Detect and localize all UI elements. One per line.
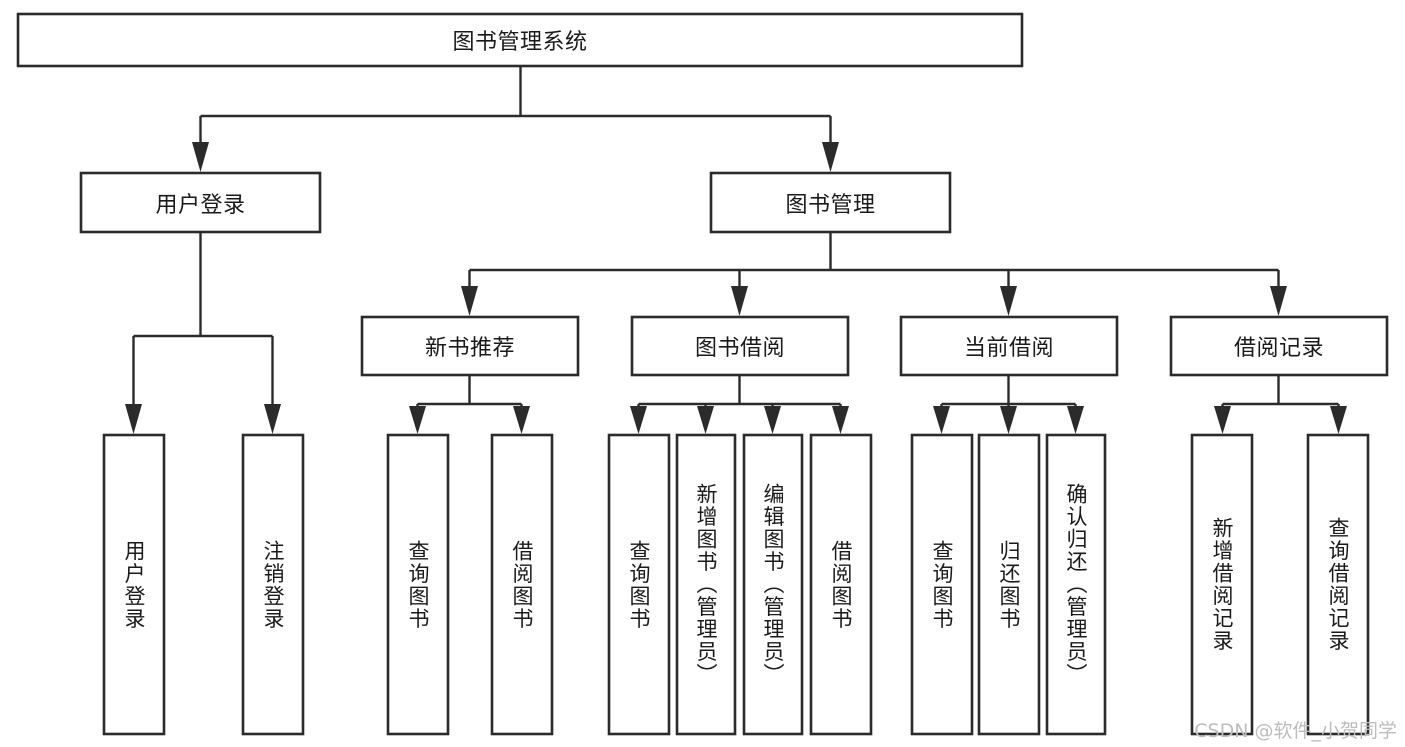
arrow-head-leaf-return-book bbox=[1000, 406, 1017, 434]
connector-group-book-manage bbox=[461, 232, 1287, 316]
arrow-head-book-manage bbox=[822, 142, 839, 172]
arrow-head-leaf-logout bbox=[264, 404, 281, 434]
node-box-leaf-borrow-book-rec[interactable] bbox=[490, 433, 554, 736]
arrow-head-new-book-recommend bbox=[461, 286, 478, 316]
node-box-book-manage[interactable] bbox=[709, 171, 952, 234]
node-box-leaf-confirm-return-admin[interactable] bbox=[1045, 433, 1107, 736]
node-box-leaf-query-book-current[interactable] bbox=[910, 433, 974, 736]
node-box-user-login[interactable] bbox=[79, 171, 322, 234]
watermark-text: CSDN @软件_小贺同学 bbox=[1194, 720, 1397, 742]
arrow-head-leaf-edit-book-admin bbox=[764, 406, 781, 434]
connector-group-new-book-recommend bbox=[409, 375, 530, 434]
arrow-head-user-login bbox=[192, 142, 209, 172]
arrow-head-current-borrow bbox=[1000, 286, 1017, 316]
arrow-head-leaf-borrow-book bbox=[832, 406, 849, 434]
connector-group-root bbox=[192, 66, 839, 172]
node-box-leaf-query-book-borrow[interactable] bbox=[607, 433, 671, 736]
node-box-root[interactable] bbox=[16, 12, 1024, 68]
node-box-leaf-add-book-admin[interactable] bbox=[675, 433, 737, 736]
node-box-leaf-borrow-book[interactable] bbox=[809, 433, 873, 736]
node-box-leaf-user-login[interactable] bbox=[102, 433, 166, 736]
node-box-borrow-record[interactable] bbox=[1169, 315, 1389, 377]
arrow-head-leaf-confirm-return-admin bbox=[1067, 406, 1084, 434]
arrow-head-borrow-record bbox=[1270, 286, 1287, 316]
connector-group-user-login bbox=[125, 232, 281, 434]
arrow-head-leaf-add-book-admin bbox=[697, 406, 714, 434]
node-box-leaf-add-borrow-record[interactable] bbox=[1190, 433, 1254, 736]
arrow-head-leaf-add-borrow-record bbox=[1214, 406, 1231, 434]
arrow-head-leaf-user-login bbox=[125, 404, 142, 434]
node-box-current-borrow[interactable] bbox=[899, 315, 1119, 377]
node-box-new-book-recommend[interactable] bbox=[360, 315, 580, 377]
node-box-book-borrow[interactable] bbox=[630, 315, 850, 377]
arrow-head-leaf-query-book-current bbox=[933, 406, 950, 434]
node-box-leaf-edit-book-admin[interactable] bbox=[742, 433, 804, 736]
connector-group-borrow-record bbox=[1214, 375, 1347, 434]
arrow-head-leaf-query-borrow-record bbox=[1330, 406, 1347, 434]
node-box-leaf-return-book[interactable] bbox=[977, 433, 1041, 736]
arrow-head-leaf-query-book-borrow bbox=[630, 406, 647, 434]
arrow-head-leaf-borrow-book-rec bbox=[513, 406, 530, 434]
arrow-head-leaf-query-book-rec bbox=[409, 406, 426, 434]
node-box-leaf-query-book-rec[interactable] bbox=[386, 433, 450, 736]
connector-group-book-borrow bbox=[630, 375, 849, 434]
arrow-head-book-borrow bbox=[731, 286, 748, 316]
node-box-leaf-query-borrow-record[interactable] bbox=[1306, 433, 1370, 736]
node-box-leaf-logout[interactable] bbox=[241, 433, 305, 736]
connector-group-current-borrow bbox=[933, 375, 1084, 434]
